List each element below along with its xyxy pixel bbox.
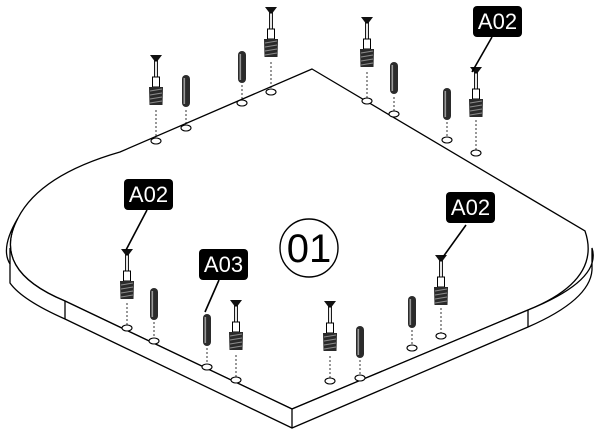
hole [388,110,400,118]
dowel-pin [408,296,416,328]
callout-label-front-left: A03 [199,249,248,280]
callout-text: A03 [204,252,243,277]
dowel-pins [150,51,451,358]
hole [236,99,248,107]
callout-label-top-right: A02 [473,6,522,37]
hole [230,376,242,384]
board-front-edge [5,217,594,429]
hole [148,337,160,345]
dowel-pin [150,288,158,320]
dowel-pin [238,51,246,83]
hole [361,97,373,105]
callout-text: A02 [478,9,517,34]
hole [150,137,162,145]
screw-insert [149,55,163,105]
guide-lines [126,62,477,378]
hole [406,344,418,352]
hole [354,374,366,382]
hole [441,136,453,144]
hole [201,363,213,371]
callout-label-right: A02 [446,192,495,223]
screw-insert [469,67,483,117]
screw-insert [120,249,134,299]
dowel-pin [356,326,364,358]
dowel-pin [443,88,451,120]
hole [121,324,133,332]
hole [324,377,336,385]
leader-line [442,224,467,258]
step-number: 01 [287,227,332,271]
screw-insert [323,301,337,351]
callout-text: A02 [129,182,168,207]
hole [470,149,482,157]
dowel-pin [203,314,211,346]
holes [121,88,482,385]
dowel-pin [182,75,190,107]
screw-insert [360,17,374,67]
hole [435,332,447,340]
screw-insert [264,7,278,57]
screw-inserts [120,7,483,351]
dowel-pin [390,62,398,94]
leader-line [125,209,148,251]
leader-line [471,36,493,73]
callout-text: A02 [451,195,490,220]
hole [180,124,192,132]
hole [265,88,277,96]
screw-insert [229,300,243,350]
callout-label-left: A02 [124,179,173,210]
leader-line [204,279,220,313]
step-number-badge: 01 [279,218,339,278]
leader-lines [125,36,493,313]
